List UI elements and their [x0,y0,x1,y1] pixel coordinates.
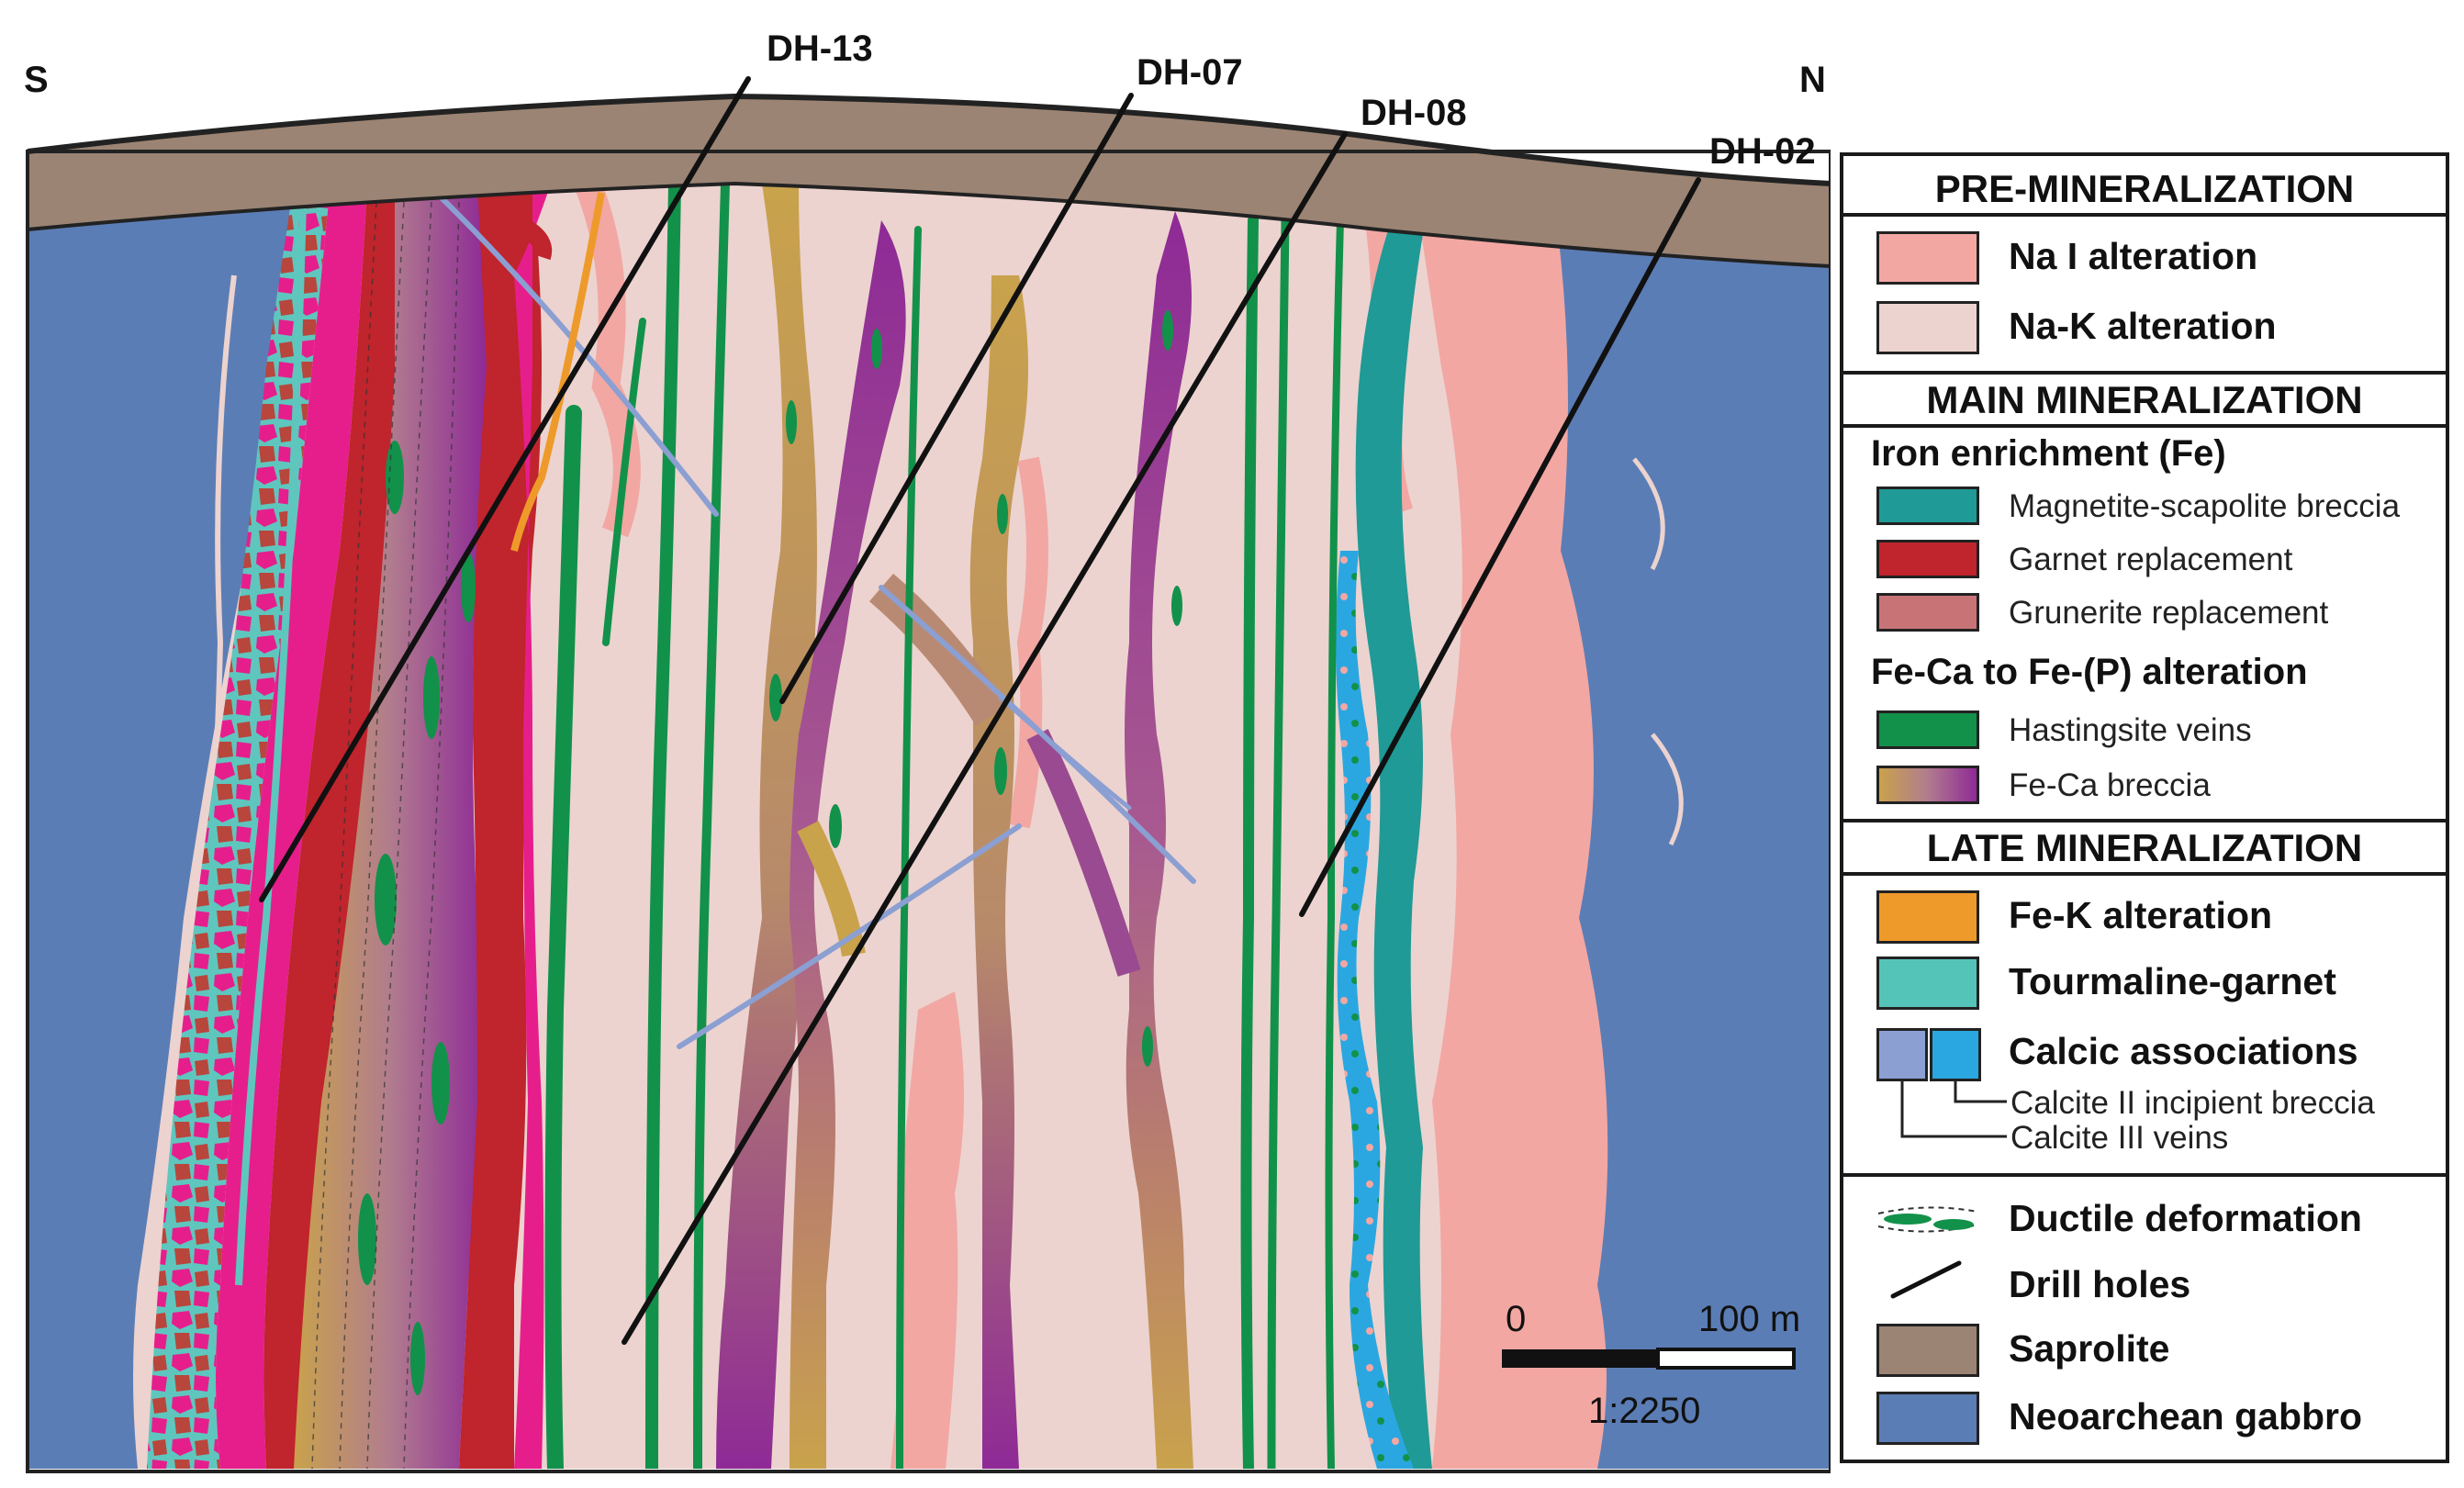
swatch-gabbro [1876,1392,1979,1445]
legend-na-k-label: Na-K alteration [2009,305,2277,347]
legend-iron-subheader: Iron enrichment (Fe) [1871,433,2226,474]
scale-ratio-label: 1:2250 [1588,1391,1700,1431]
swatch-garnet [1876,540,1979,578]
swatch-calcite-iii [1876,1028,1928,1081]
fe-ca-breccia-band-3 [969,275,1028,1469]
na-i-alteration-north [1414,184,1608,1469]
legend-na-i-label: Na I alteration [2009,235,2258,277]
legend-ductile-label: Ductile deformation [2009,1197,2362,1239]
swatch-tourmaline [1876,957,1979,1010]
legend-header-late: LATE MINERALIZATION [1926,826,2363,869]
drill-hole-dh08 [622,131,1348,1345]
calcic-connector-lines [1900,1081,2007,1138]
drill-hole-label-dh13: DH-13 [767,28,873,69]
drill-hole-dh02 [1299,177,1701,917]
scale-bar: 0 100 m 1:2250 [1502,1299,1800,1431]
south-label: S [24,60,49,100]
swatch-magnetite [1876,487,1979,525]
legend-hastingsite-label: Hastingsite veins [2009,712,2252,748]
drill-hole-dh13 [259,76,751,902]
legend: PRE-MINERALIZATION Na I alteration Na-K … [1840,152,2449,1463]
swatch-grunerite [1876,593,1979,632]
swatch-na-k [1876,301,1979,354]
drill-hole-label-dh08: DH-08 [1361,93,1467,133]
legend-saprolite-label: Saprolite [2009,1327,2170,1370]
legend-header-pre: PRE-MINERALIZATION [1934,167,2355,210]
swatch-hastingsite [1876,710,1979,749]
legend-feca-subheader: Fe-Ca to Fe-(P) alteration [1871,652,2308,692]
swatch-fe-ca-breccia [1876,766,1979,804]
scale-zero-label: 0 [1506,1299,1526,1339]
north-label: N [1799,60,1826,100]
fe-ca-breccia-band-4 [1125,211,1193,1469]
swatch-saprolite [1876,1324,1979,1377]
legend-magnetite-label: Magnetite-scapolite breccia [2009,488,2401,524]
legend-gabbro-label: Neoarchean gabbro [2009,1395,2363,1438]
drill-hole-legend-icon [1890,1260,1962,1299]
legend-garnet-label: Garnet replacement [2009,542,2293,577]
swatch-fe-k [1876,890,1979,944]
legend-tourmaline-label: Tourmaline-garnet [2009,960,2336,1002]
swatch-na-i [1876,231,1979,285]
drill-hole-label-dh07: DH-07 [1137,52,1243,93]
swatch-calcite-ii [1930,1028,1981,1081]
scale-max-label: 100 m [1698,1299,1800,1339]
legend-calcite-ii-label: Calcite II incipient breccia [2010,1085,2375,1121]
magenta-zone [216,184,367,1469]
drill-hole-label-dh02: DH-02 [1709,131,1816,172]
legend-calcite-iii-label: Calcite III veins [2010,1120,2229,1156]
fe-ca-breccia-south [294,184,487,1469]
drill-hole-dh07 [779,93,1134,704]
legend-fe-ca-breccia-label: Fe-Ca breccia [2009,767,2211,803]
legend-header-main: MAIN MINERALIZATION [1926,378,2363,421]
magnetite-scapolite-breccia [1355,184,1432,1469]
legend-drill-holes-label: Drill holes [2009,1263,2191,1305]
legend-calcic-label: Calcic associations [2009,1030,2358,1072]
breccia-pink [147,184,330,1469]
legend-fe-k-label: Fe-K alteration [2009,894,2273,936]
legend-grunerite-label: Grunerite replacement [2009,595,2329,631]
ductile-deformation-icon [1877,1206,1978,1233]
calcite-ii-breccia [1336,551,1414,1469]
fe-ca-breccia-band-2 [790,220,906,1469]
geological-cross-section: S N DH-13 DH-07 DH-08 DH-02 0 100 m 1:22… [24,28,1831,1473]
